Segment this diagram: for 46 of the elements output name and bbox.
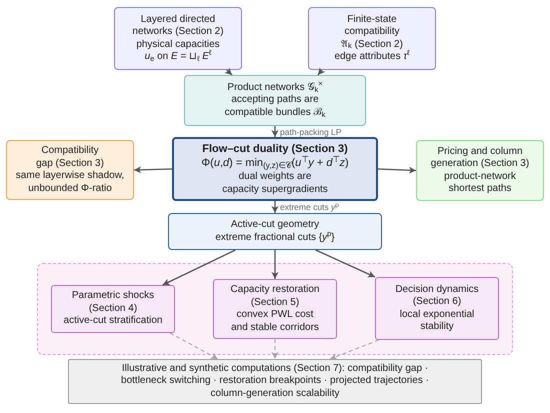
arrow (272, 250, 278, 279)
process-box (51, 285, 175, 333)
process-box (168, 213, 382, 250)
node-title: Illustrative and synthetic computations (Section 7): compatibility gap · bottleneck switching · restoration breakpoints · projected trajectories · column-generation scalability (120, 362, 430, 400)
arrow (272, 126, 278, 137)
edge-label: extreme cuts y$^{p}$ (279, 202, 340, 212)
dashed-arrow (330, 340, 380, 360)
node-text: product-network shortest paths (443, 170, 517, 196)
process-box (6, 140, 134, 200)
process-box (308, 7, 436, 70)
node-text: extreme fractional cuts {y$^{p}$} (215, 232, 335, 244)
node-text: active-cut stratification (64, 315, 162, 328)
node-text: 𝔄$_{k}$ (Section 2) (341, 38, 403, 51)
process-box (213, 279, 337, 339)
node-title: Flow–cut duality (Section 3) (202, 142, 348, 156)
node-text: same layerwise shadow, unbounded Φ-ratio (14, 170, 126, 195)
node-text: edge attributes τ$^{ℓ}$ (334, 51, 410, 64)
node-text: local exponential stability (398, 308, 476, 334)
node-title: Pricing and column generation (Section 3) (430, 146, 530, 170)
node-text: physical capacities u$_{e}$ on E = ⊔$_{ℓ}$ E$^{ℓ}$ (135, 38, 221, 64)
formula: Φ(u,d) = min$_{(y,z)∈𝒞}$(u$^{⊤}$y + d$^{⊤}$z) (201, 156, 349, 171)
process-box (172, 137, 378, 201)
node-title: Layered directed networks (Section 2) (131, 14, 225, 38)
arrow (224, 68, 232, 76)
arrow (272, 201, 278, 213)
node-title: Active-cut geometry (230, 219, 320, 232)
node-title: Decision dynamics (Section 6) (394, 284, 480, 308)
process-box (68, 359, 482, 404)
dashed-arrow (170, 332, 218, 360)
node-title: Parametric shocks (Section 4) (70, 290, 156, 316)
node-title: Finite-state compatibility (343, 14, 401, 38)
process-box (184, 75, 366, 126)
edge-label: path-packing LP (279, 126, 342, 136)
dashed-group-box (37, 263, 513, 355)
node-title: Compatibility gap (Section 3) (35, 145, 105, 170)
node-text: convex PWL cost and stable corridors (230, 309, 320, 334)
process-box (375, 277, 499, 340)
arrow (317, 67, 326, 76)
node-text: accepting paths are compatible bundles ℬ$_{k}$ (224, 94, 326, 120)
arrow (134, 166, 172, 174)
arrow (378, 166, 416, 174)
process-box (416, 140, 544, 201)
process-box (114, 7, 242, 70)
dashed-arrow (272, 338, 278, 360)
node-text: dual weights are capacity supergradients (221, 171, 329, 196)
node-title: Capacity restoration (Section 5) (230, 284, 320, 309)
